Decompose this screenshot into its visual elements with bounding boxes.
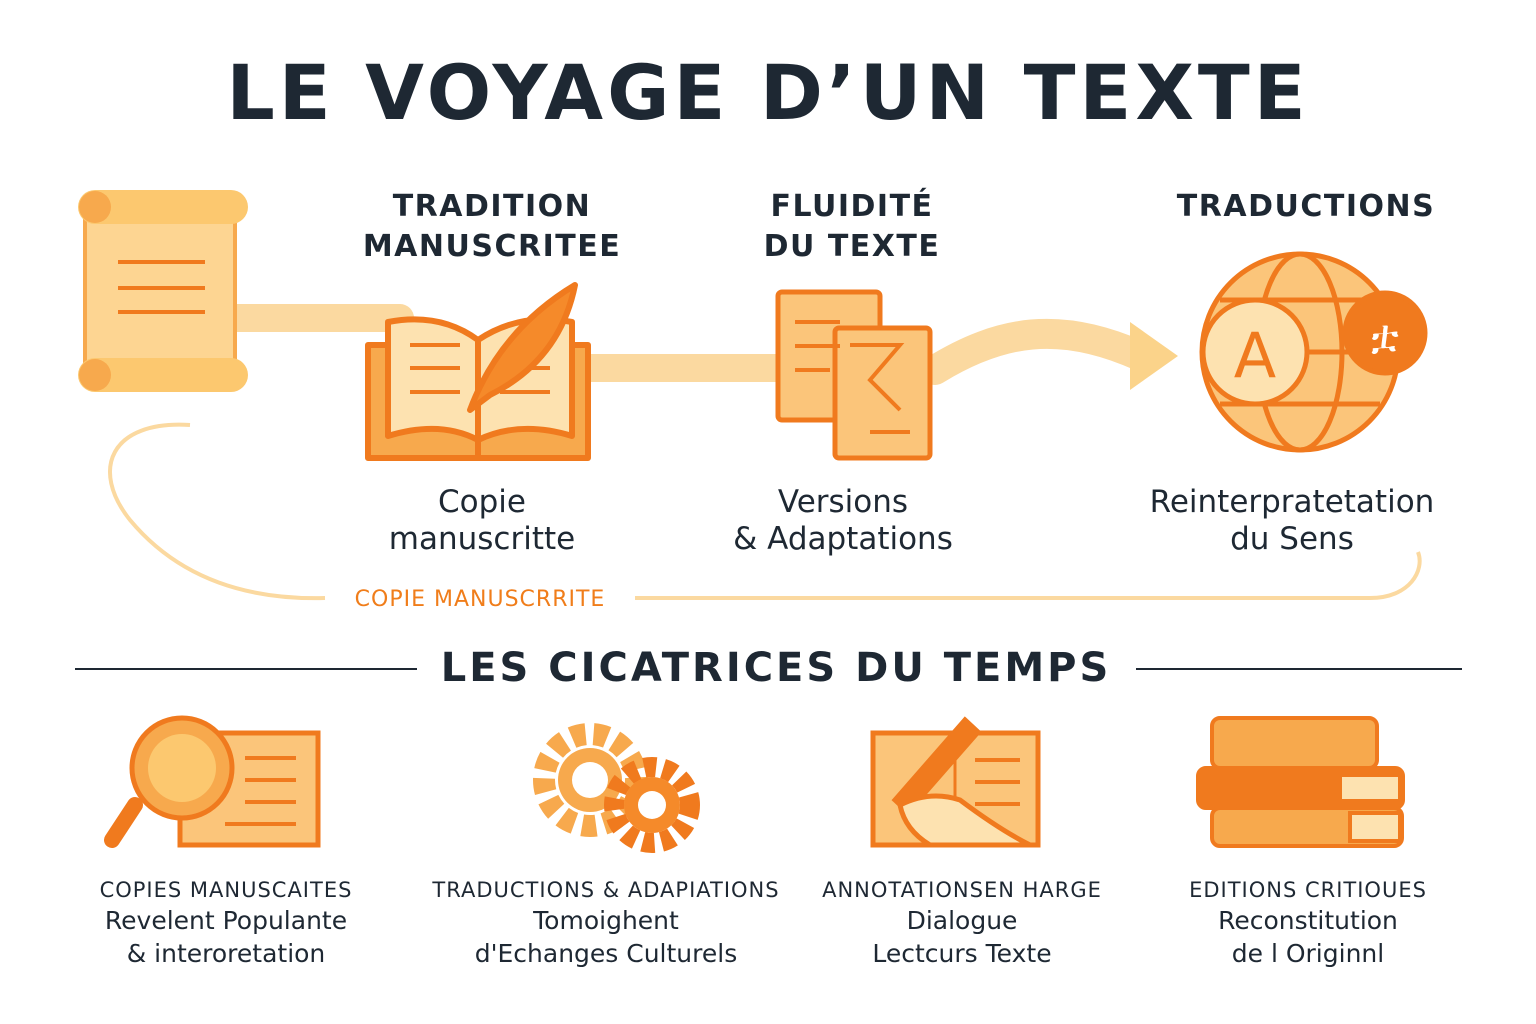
card-annotations: ANNOTATIONSEN HARGE Dialogue Lectcurs Te… <box>822 876 1102 970</box>
book-stack-icon <box>1196 716 1405 848</box>
card-line: Reconstitution <box>1218 906 1398 935</box>
heading-line: TRADUCTIONS <box>1176 189 1436 224</box>
stage-sub-versions: Versions & Adaptations <box>733 484 953 558</box>
page-title: LE VOYAGE D’UN TEXTE <box>226 48 1310 137</box>
card-editions: EDITIONS CRITIOUES Reconstitution de l O… <box>1189 876 1427 970</box>
loop-label: COPIE MANUSCRRITE <box>354 587 606 612</box>
card-title: ANNOTATIONSEN HARGE <box>822 878 1102 902</box>
divider-left <box>75 668 417 670</box>
stage-sub-copie: Copie manuscritte <box>389 484 575 558</box>
card-line: d'Echanges Culturels <box>474 939 738 968</box>
heading-line: DU TEXTE <box>763 229 941 264</box>
card-line: Lectcurs Texte <box>872 939 1052 968</box>
card-title: TRADUCTIONS & ADAPIATIONS <box>432 878 780 902</box>
card-traductions: TRADUCTIONS & ADAPIATIONS Tomoighent d'E… <box>432 876 779 970</box>
sub-line: & Adaptations <box>733 521 953 557</box>
flow-path <box>216 304 1155 385</box>
stage-heading-fluidite: FLUIDITÉ DU TEXTE <box>764 187 941 267</box>
card-line: Revelent Populante <box>104 906 348 935</box>
sub-line: du Sens <box>1230 521 1354 557</box>
sub-line: Copie <box>438 484 526 520</box>
section-title: LES CICATRICES DU TEMPS <box>440 645 1112 691</box>
book-quill-icon <box>365 282 591 461</box>
magnifier-document-icon <box>104 715 321 848</box>
script-letter-icon: ቷ <box>1371 312 1398 358</box>
documents-icon <box>775 289 933 461</box>
card-title: COPIES MANUSCAITES <box>99 878 353 902</box>
latin-letter-icon: A <box>1234 319 1276 392</box>
globe-translation-icon <box>1199 251 1428 453</box>
arrow-head-icon <box>1130 322 1178 390</box>
sub-line: Versions <box>777 484 909 520</box>
loop-path <box>108 422 1422 601</box>
card-line: & interoretation <box>126 939 326 968</box>
hand-writing-icon <box>870 716 1041 848</box>
stage-heading-tradition: TRADITION MANUSCRITEE <box>363 187 621 267</box>
card-line: Dialogue <box>906 906 1018 935</box>
sub-line: Reinterpratetation <box>1149 484 1435 520</box>
card-copies: COPIES MANUSCAITES Revelent Populante & … <box>100 876 353 970</box>
heading-line: MANUSCRITEE <box>362 229 622 264</box>
stage-sub-reinterpretation: Reinterpratetation du Sens <box>1150 484 1435 558</box>
gears-icon <box>533 723 700 853</box>
heading-line: FLUIDITÉ <box>770 189 934 224</box>
heading-line: TRADITION <box>392 189 592 224</box>
stage-heading-traductions: TRADUCTIONS <box>1177 187 1435 227</box>
card-line: de l Originnl <box>1231 939 1385 968</box>
sub-line: manuscritte <box>388 521 576 557</box>
scroll-icon <box>78 190 248 392</box>
card-title: EDITIONS CRITIOUES <box>1189 878 1427 902</box>
card-line: Tomoighent <box>533 906 679 935</box>
divider-right <box>1136 668 1462 670</box>
